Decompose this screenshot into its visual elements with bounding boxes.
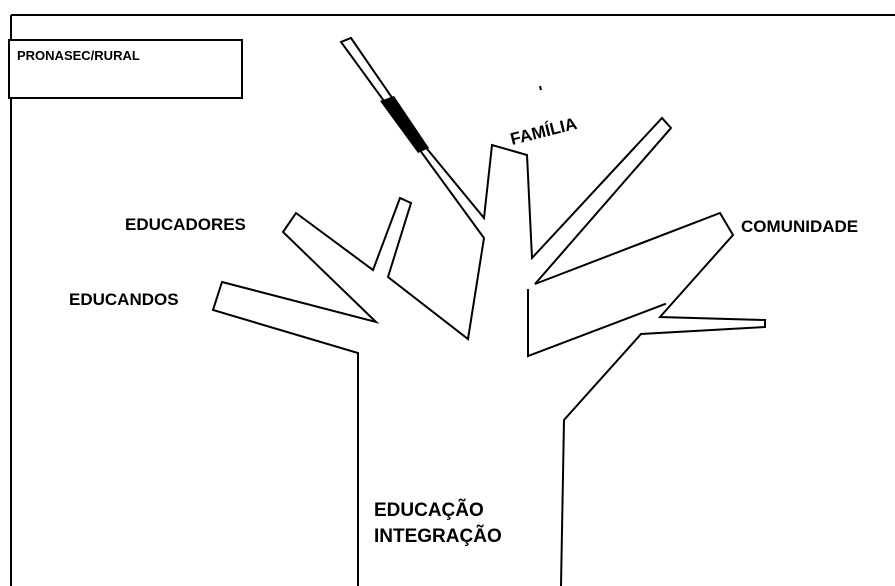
tree-left-outline xyxy=(211,36,766,586)
familia-branch-band xyxy=(380,96,429,153)
tree-outline xyxy=(211,36,766,586)
branch-label-educandos: EDUCANDOS xyxy=(69,290,179,309)
decorative-tick xyxy=(539,85,542,91)
program-label: PRONASEC/RURAL xyxy=(17,48,140,63)
branch-label-familia: FAMÍLIA xyxy=(508,114,579,149)
tree-inner-edge-familia-right xyxy=(527,289,667,358)
diagram-frame xyxy=(10,14,895,586)
trunk-label-line1: EDUCAÇÃO xyxy=(374,499,484,521)
trunk-label-line2: INTEGRAÇÃO xyxy=(374,525,502,547)
branch-label-comunidade: COMUNIDADE xyxy=(741,217,858,236)
branch-label-educadores: EDUCADORES xyxy=(125,215,246,234)
program-label-box: PRONASEC/RURAL xyxy=(8,39,243,99)
